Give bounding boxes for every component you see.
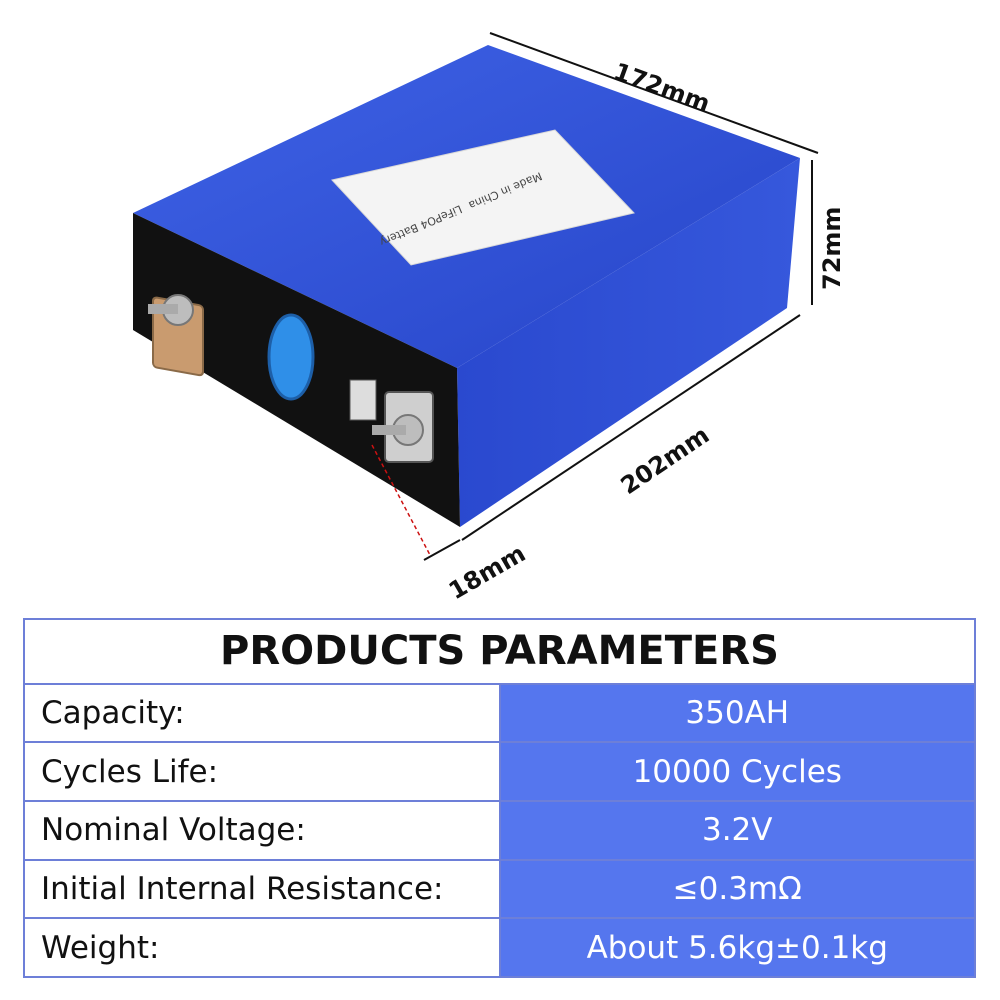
param-label-nominal-voltage: Nominal Voltage: xyxy=(23,800,501,861)
param-label-cycles-life: Cycles Life: xyxy=(23,741,501,802)
param-label-internal-resistance: Initial Internal Resistance: xyxy=(23,858,501,920)
products-parameters-table: PRODUCTS PARAMETERS Capacity: 350AH Cycl… xyxy=(23,618,976,978)
table-row: Weight: About 5.6kg±0.1kg xyxy=(23,917,976,978)
param-value-nominal-voltage: 3.2V xyxy=(498,800,976,861)
battery-side-face xyxy=(457,158,800,527)
dimension-depth: 18mm xyxy=(444,539,530,600)
table-title: PRODUCTS PARAMETERS xyxy=(23,618,976,685)
param-value-capacity: 350AH xyxy=(498,682,976,744)
param-label-weight: Weight: xyxy=(23,917,501,978)
table-row: Capacity: 350AH xyxy=(23,682,976,744)
param-label-capacity: Capacity: xyxy=(23,682,501,744)
battery-label-sticker: LiFePO4 Battery Made in China xyxy=(331,129,635,266)
qr-code-sticker xyxy=(349,379,377,421)
dimension-lines xyxy=(371,32,819,561)
battery-product-figure: LiFePO4 Battery Made in China 172mm 72mm… xyxy=(133,32,846,600)
param-value-weight: About 5.6kg±0.1kg xyxy=(498,917,976,978)
dimension-width: 202mm xyxy=(616,421,715,500)
table-row: Initial Internal Resistance: ≤0.3mΩ xyxy=(23,858,976,920)
left-terminal xyxy=(148,294,204,377)
safety-vent xyxy=(267,313,315,401)
param-value-cycles-life: 10000 Cycles xyxy=(498,741,976,802)
dimension-height: 72mm xyxy=(818,207,846,290)
table-row: Cycles Life: 10000 Cycles xyxy=(23,741,976,802)
right-terminal xyxy=(372,391,434,463)
table-row: Nominal Voltage: 3.2V xyxy=(23,800,976,861)
table-header-row: PRODUCTS PARAMETERS xyxy=(23,618,976,685)
param-value-internal-resistance: ≤0.3mΩ xyxy=(498,858,976,920)
